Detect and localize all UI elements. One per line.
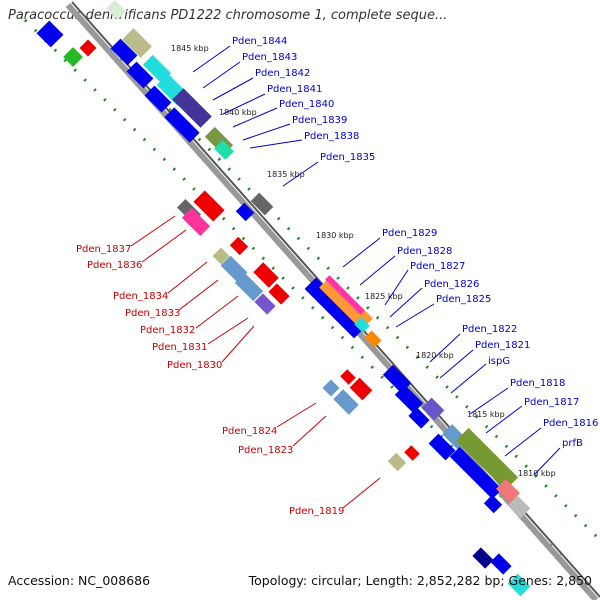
gene-feature[interactable]: [349, 377, 373, 401]
gene-feature[interactable]: [333, 389, 359, 415]
accession-text: Accession: NC_008686: [8, 573, 151, 588]
gene-feature[interactable]: [354, 317, 370, 333]
gene-label-pden-1838[interactable]: Pden_1838: [304, 131, 359, 142]
gene-feature[interactable]: [250, 192, 274, 216]
gene-label-pden-1835[interactable]: Pden_1835: [320, 152, 375, 163]
gene-feature[interactable]: [110, 38, 138, 66]
gene-label-prfb[interactable]: prfB: [562, 438, 583, 449]
gene-feature[interactable]: [421, 397, 445, 421]
gene-feature[interactable]: [268, 283, 290, 305]
gene-feature[interactable]: [408, 407, 430, 429]
gene-label-pden-1826[interactable]: Pden_1826: [424, 279, 479, 290]
summary-text: Topology: circular; Length: 2,852,282 bp…: [248, 573, 592, 588]
tick-label: 1815 kbp: [467, 410, 505, 419]
gene-feature[interactable]: [253, 262, 279, 288]
tick-label: 1845 kbp: [171, 44, 209, 53]
gene-feature[interactable]: [181, 207, 211, 237]
gene-feature[interactable]: [214, 140, 234, 160]
gene-feature[interactable]: [322, 379, 340, 397]
gene-feature[interactable]: [220, 255, 248, 283]
gene-feature[interactable]: [63, 47, 83, 67]
gene-feature[interactable]: [455, 427, 519, 491]
gene-label-pden-1827[interactable]: Pden_1827: [410, 261, 465, 272]
gene-feature[interactable]: [36, 20, 64, 48]
gene-label-pden-1832[interactable]: Pden_1832: [140, 325, 195, 336]
gene-label-pden-1831[interactable]: Pden_1831: [152, 342, 207, 353]
gene-label-pden-1839[interactable]: Pden_1839: [292, 115, 347, 126]
gene-label-pden-1840[interactable]: Pden_1840: [279, 99, 334, 110]
gene-label-pden-1830[interactable]: Pden_1830: [167, 360, 222, 371]
gene-feature[interactable]: [229, 236, 249, 256]
gene-label-pden-1842[interactable]: Pden_1842: [255, 68, 310, 79]
gene-feature[interactable]: [126, 61, 154, 89]
gene-feature[interactable]: [212, 247, 230, 265]
gene-feature[interactable]: [507, 573, 531, 597]
tick-label: 1820 kbp: [416, 351, 454, 360]
gene-label-pden-1825[interactable]: Pden_1825: [436, 294, 491, 305]
label-connectors-top: [192, 45, 561, 476]
gene-label-pden-1844[interactable]: Pden_1844: [232, 36, 287, 47]
tick-label: 1810 kbp: [518, 469, 556, 478]
tick-label: 1830 kbp: [316, 231, 354, 240]
gene-feature[interactable]: [325, 275, 365, 315]
gene-label-pden-1822[interactable]: Pden_1822: [462, 324, 517, 335]
gene-feature[interactable]: [79, 39, 97, 57]
gene-feature[interactable]: [122, 28, 152, 58]
gene-label-pden-1829[interactable]: Pden_1829: [382, 228, 437, 239]
gene-feature[interactable]: [449, 446, 503, 500]
tick-label: 1825 kbp: [365, 292, 403, 301]
gene-label-pden-1824[interactable]: Pden_1824: [222, 426, 277, 437]
gene-label-pden-1834[interactable]: Pden_1834: [113, 291, 168, 302]
gene-feature[interactable]: [483, 494, 503, 514]
gene-label-pden-1828[interactable]: Pden_1828: [397, 246, 452, 257]
gene-feature[interactable]: [304, 277, 366, 339]
gene-label-pden-1837[interactable]: Pden_1837: [76, 244, 131, 255]
gene-feature[interactable]: [495, 478, 521, 504]
gene-feature[interactable]: [234, 272, 264, 302]
gene-feature[interactable]: [490, 553, 512, 575]
gene-feature[interactable]: [394, 384, 424, 414]
gene-feature[interactable]: [364, 330, 382, 348]
gene-feature[interactable]: [428, 433, 456, 461]
gene-feature[interactable]: [507, 495, 531, 519]
tick-label: 1835 kbp: [267, 170, 305, 179]
tick-label: 1840 kbp: [219, 108, 257, 117]
gene-label-pden-1816[interactable]: Pden_1816: [543, 418, 598, 429]
gene-feature[interactable]: [142, 54, 172, 84]
gene-features: [36, 0, 531, 597]
gene-feature[interactable]: [193, 190, 225, 222]
gene-feature[interactable]: [340, 369, 356, 385]
gene-label-ispg[interactable]: ispG: [488, 356, 510, 367]
gene-label-pden-1833[interactable]: Pden_1833: [125, 308, 180, 319]
gene-label-pden-1836[interactable]: Pden_1836: [87, 260, 142, 271]
gene-label-pden-1817[interactable]: Pden_1817: [524, 397, 579, 408]
gene-feature[interactable]: [106, 0, 126, 20]
gene-feature[interactable]: [172, 88, 212, 128]
gene-feature[interactable]: [472, 547, 494, 569]
gene-feature[interactable]: [319, 276, 373, 330]
gene-label-pden-1818[interactable]: Pden_1818: [510, 378, 565, 389]
gene-label-pden-1819[interactable]: Pden_1819: [289, 506, 344, 517]
gene-feature[interactable]: [387, 452, 407, 472]
gene-label-pden-1841[interactable]: Pden_1841: [267, 84, 322, 95]
gene-label-pden-1823[interactable]: Pden_1823: [238, 445, 293, 456]
label-connectors-bottom: [130, 215, 381, 509]
gene-feature[interactable]: [254, 293, 276, 315]
gene-feature[interactable]: [144, 85, 172, 113]
gene-label-pden-1843[interactable]: Pden_1843: [242, 52, 297, 63]
gene-feature[interactable]: [235, 202, 255, 222]
gene-feature[interactable]: [164, 107, 200, 143]
gene-feature[interactable]: [404, 445, 420, 461]
gene-label-pden-1821[interactable]: Pden_1821: [475, 340, 530, 351]
